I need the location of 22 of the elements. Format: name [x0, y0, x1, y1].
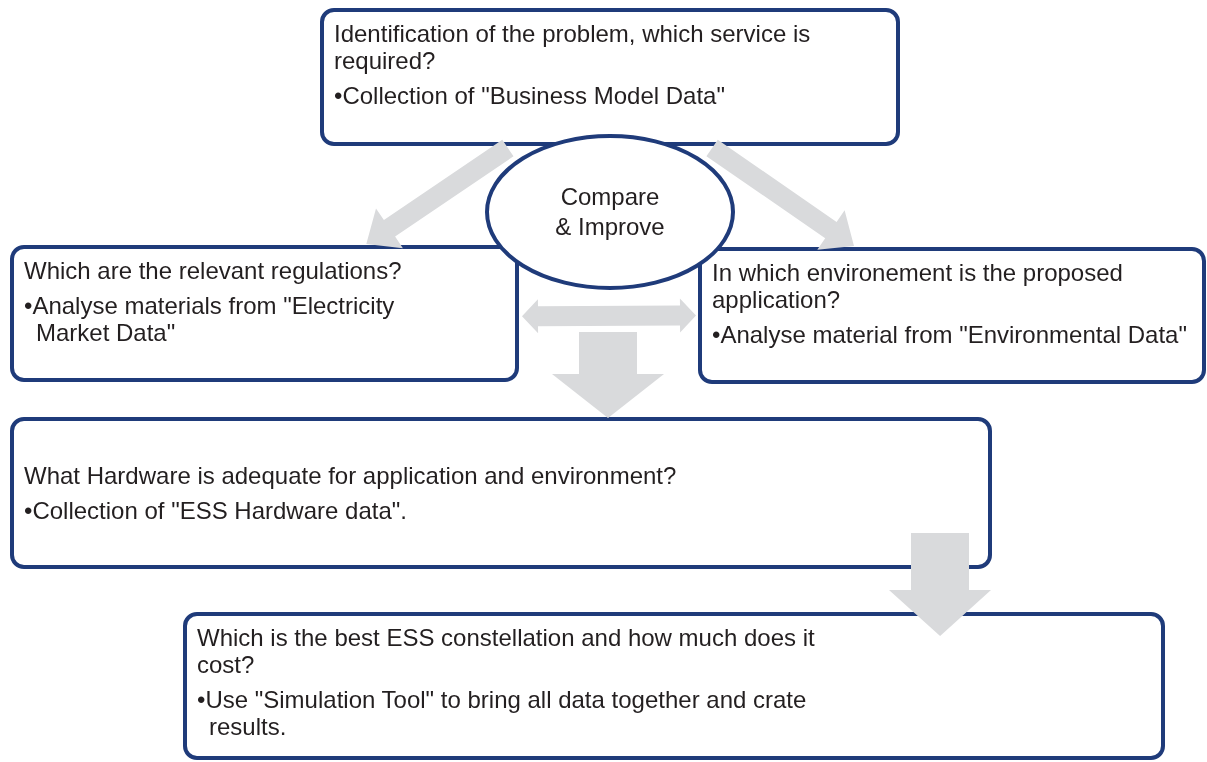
bullet-text: •Use "Simulation Tool" to bring all data together and crate results.	[197, 686, 808, 740]
bullet-text: •Collection of "ESS Hardware data".	[24, 497, 408, 524]
question-text: Identification of the problem, which service is required?	[334, 20, 812, 74]
block-arrow	[522, 298, 696, 334]
ellipse-node	[485, 134, 735, 290]
question-text: What Hardware is adequate for application and environment?	[24, 462, 678, 489]
process-box	[10, 245, 519, 382]
question-text: Which is the best ESS constellation and how much does it cost?	[197, 624, 816, 678]
question-text: Which are the relevant regulations?	[24, 257, 403, 284]
block-arrow	[366, 139, 514, 249]
process-box	[698, 247, 1206, 384]
block-arrow	[706, 139, 854, 250]
process-box	[10, 417, 992, 569]
bullet-text: •Collection of "Business Model Data"	[334, 82, 726, 109]
process-box	[183, 612, 1165, 760]
block-arrow	[889, 532, 991, 636]
bullet-text: •Analyse material from "Environmental Data"	[712, 321, 1188, 348]
process-box	[320, 8, 900, 146]
block-arrow	[552, 332, 664, 418]
ellipse-label: Compare & Improve	[554, 182, 666, 242]
question-text: In which environement is the proposed application?	[712, 259, 1124, 313]
bullet-text: •Analyse materials from "Electricity Market Data"	[24, 292, 396, 346]
